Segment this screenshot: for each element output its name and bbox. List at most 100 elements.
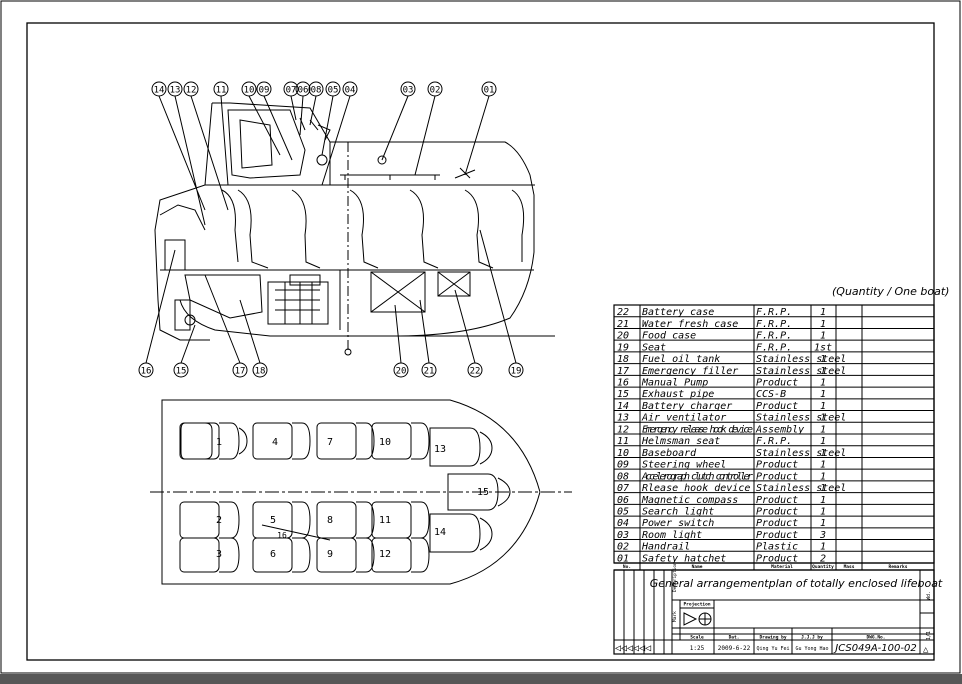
seat-row-1 — [179, 422, 493, 467]
callout-21: 21 — [424, 367, 435, 377]
svg-text:Remarks: Remarks — [889, 564, 908, 570]
callout-04: 04 — [345, 86, 356, 96]
inner-frame — [26, 22, 935, 661]
svg-text:6: 6 — [270, 549, 276, 560]
part-number: 05 — [617, 506, 629, 517]
callout-10: 10 — [244, 86, 255, 96]
svg-text:2009-6-22: 2009-6-22 — [718, 645, 751, 652]
quantity-note: (Quantity / One boat) — [832, 285, 950, 298]
drawing-title: General arrangementplan of totally enclo… — [650, 577, 943, 590]
svg-text:8: 8 — [327, 515, 333, 526]
svg-text:Qing Yu Fei: Qing Yu Fei — [756, 646, 789, 652]
part-number: 18 — [617, 354, 629, 365]
part-quantity: 1 — [820, 354, 826, 365]
svg-text:Gu Yong Hao: Gu Yong Hao — [795, 646, 828, 652]
svg-text:JCS049A-100-02: JCS049A-100-02 — [833, 643, 916, 654]
part-material: Product — [756, 518, 798, 529]
svg-text:Projection: Projection — [683, 601, 710, 608]
part-name: Exhaust pipe — [642, 389, 714, 400]
svg-text:2: 2 — [216, 515, 222, 526]
svg-text:DWG.No.: DWG.No. — [867, 635, 886, 641]
part-quantity: 1 — [820, 460, 826, 471]
callout-16: 16 — [141, 367, 152, 377]
callouts-bottom: 16 15 17 18 20 21 22 19 — [138, 229, 524, 378]
part-name: Rlease hook device — [642, 483, 750, 494]
callouts-top: 14 13 12 11 10 09 07 06 08 05 04 03 02 0… — [151, 81, 497, 226]
svg-text:Description: Description — [672, 562, 678, 592]
callout-09: 09 — [259, 86, 270, 96]
part-material: Plastic — [756, 542, 798, 553]
part-number: 19 — [617, 342, 629, 353]
svg-text:Quantity: Quantity — [812, 564, 834, 570]
part-material: F.R.P. — [756, 436, 792, 447]
callout-17: 17 — [235, 367, 246, 377]
part-name: Manual Pump — [641, 377, 708, 388]
plan-view — [150, 399, 572, 585]
part-quantity: 1 — [820, 331, 826, 342]
part-quantity: 2 — [820, 553, 826, 564]
svg-text:1/1: 1/1 — [926, 631, 932, 640]
part-material: Product — [756, 401, 798, 412]
part-number: 08 — [617, 471, 629, 482]
title-block — [613, 569, 935, 655]
svg-text:11: 11 — [379, 515, 391, 526]
callout-19: 19 — [511, 367, 522, 377]
part-number: 11 — [617, 436, 629, 447]
part-name: Baseboard — [642, 448, 697, 459]
svg-text:Dat.: Dat. — [729, 635, 740, 641]
svg-text:16: 16 — [277, 531, 287, 540]
part-number: 01 — [617, 553, 629, 564]
part-material: Product — [756, 495, 798, 506]
part-quantity: 1 — [820, 389, 826, 400]
part-quantity: 1 — [820, 377, 826, 388]
callout-18: 18 — [255, 367, 266, 377]
part-material: F.R.P. — [756, 342, 792, 353]
svg-text:Mark: Mark — [672, 611, 678, 622]
part-quantity: 1st — [814, 342, 832, 353]
part-name: Room light — [642, 530, 702, 541]
part-quantity: 1 — [820, 401, 826, 412]
svg-text:1: 1 — [216, 437, 222, 448]
svg-text:15: 15 — [477, 487, 489, 498]
table-row: 19 Seat F.R.P. 1st — [617, 342, 832, 353]
svg-text:Name: Name — [692, 564, 703, 570]
part-number: 10 — [617, 448, 629, 459]
part-material: Stainless steel — [756, 483, 846, 494]
part-name: Seat — [642, 342, 666, 353]
svg-text:Wd.: Wd. — [926, 591, 932, 600]
part-name: Water fresh case — [642, 319, 738, 330]
callout-08: 08 — [311, 86, 322, 96]
svg-text:12: 12 — [379, 549, 391, 560]
part-name: Magnetic compass — [641, 495, 738, 506]
part-number: 20 — [617, 331, 629, 342]
parts-table — [613, 304, 935, 571]
svg-text:9: 9 — [327, 549, 333, 560]
seat-row-3 — [179, 537, 430, 573]
part-quantity: 1 — [820, 436, 826, 447]
side-elevation-view — [154, 102, 555, 356]
part-quantity: 1 — [820, 471, 826, 482]
seat-numbers: 1 4 7 10 13 2 5 8 11 3 6 9 12 14 15 16 — [216, 437, 489, 560]
part-material: Product — [756, 553, 798, 564]
part-material: CCS-B — [756, 389, 786, 400]
part-quantity: 1 — [820, 506, 826, 517]
callout-20: 20 — [396, 367, 407, 377]
svg-text:1:25: 1:25 — [690, 645, 705, 652]
part-quantity: 1 — [820, 542, 826, 553]
part-quantity: 1 — [820, 413, 826, 424]
part-material: Product — [756, 506, 798, 517]
part-number: 06 — [617, 495, 629, 506]
